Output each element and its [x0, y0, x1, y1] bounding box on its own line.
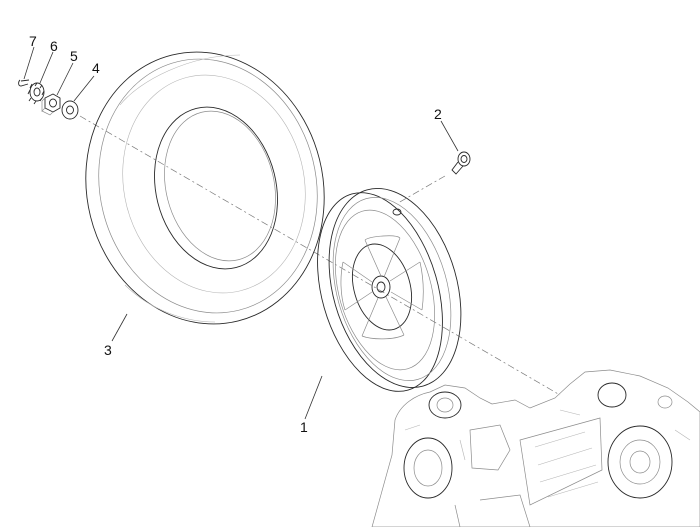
washer[interactable] — [61, 100, 79, 120]
callout-labels: 1 2 3 4 5 6 7 — [29, 33, 442, 435]
castellated-nut[interactable] — [27, 82, 45, 105]
callout-6: 6 — [50, 38, 58, 54]
assembly-axis — [79, 115, 561, 396]
valve[interactable] — [451, 151, 471, 175]
nut[interactable] — [41, 93, 61, 116]
callout-3: 3 — [104, 342, 112, 358]
callout-5: 5 — [70, 48, 78, 64]
callout-1: 1 — [300, 419, 308, 435]
callout-4: 4 — [92, 60, 100, 76]
engine-casing — [371, 369, 700, 527]
wheel-rim[interactable] — [296, 173, 483, 406]
callout-7: 7 — [29, 33, 37, 49]
leader-lines — [23, 46, 459, 420]
callout-2: 2 — [434, 106, 442, 122]
tire[interactable] — [57, 27, 352, 350]
cotter-pin[interactable] — [18, 79, 30, 87]
